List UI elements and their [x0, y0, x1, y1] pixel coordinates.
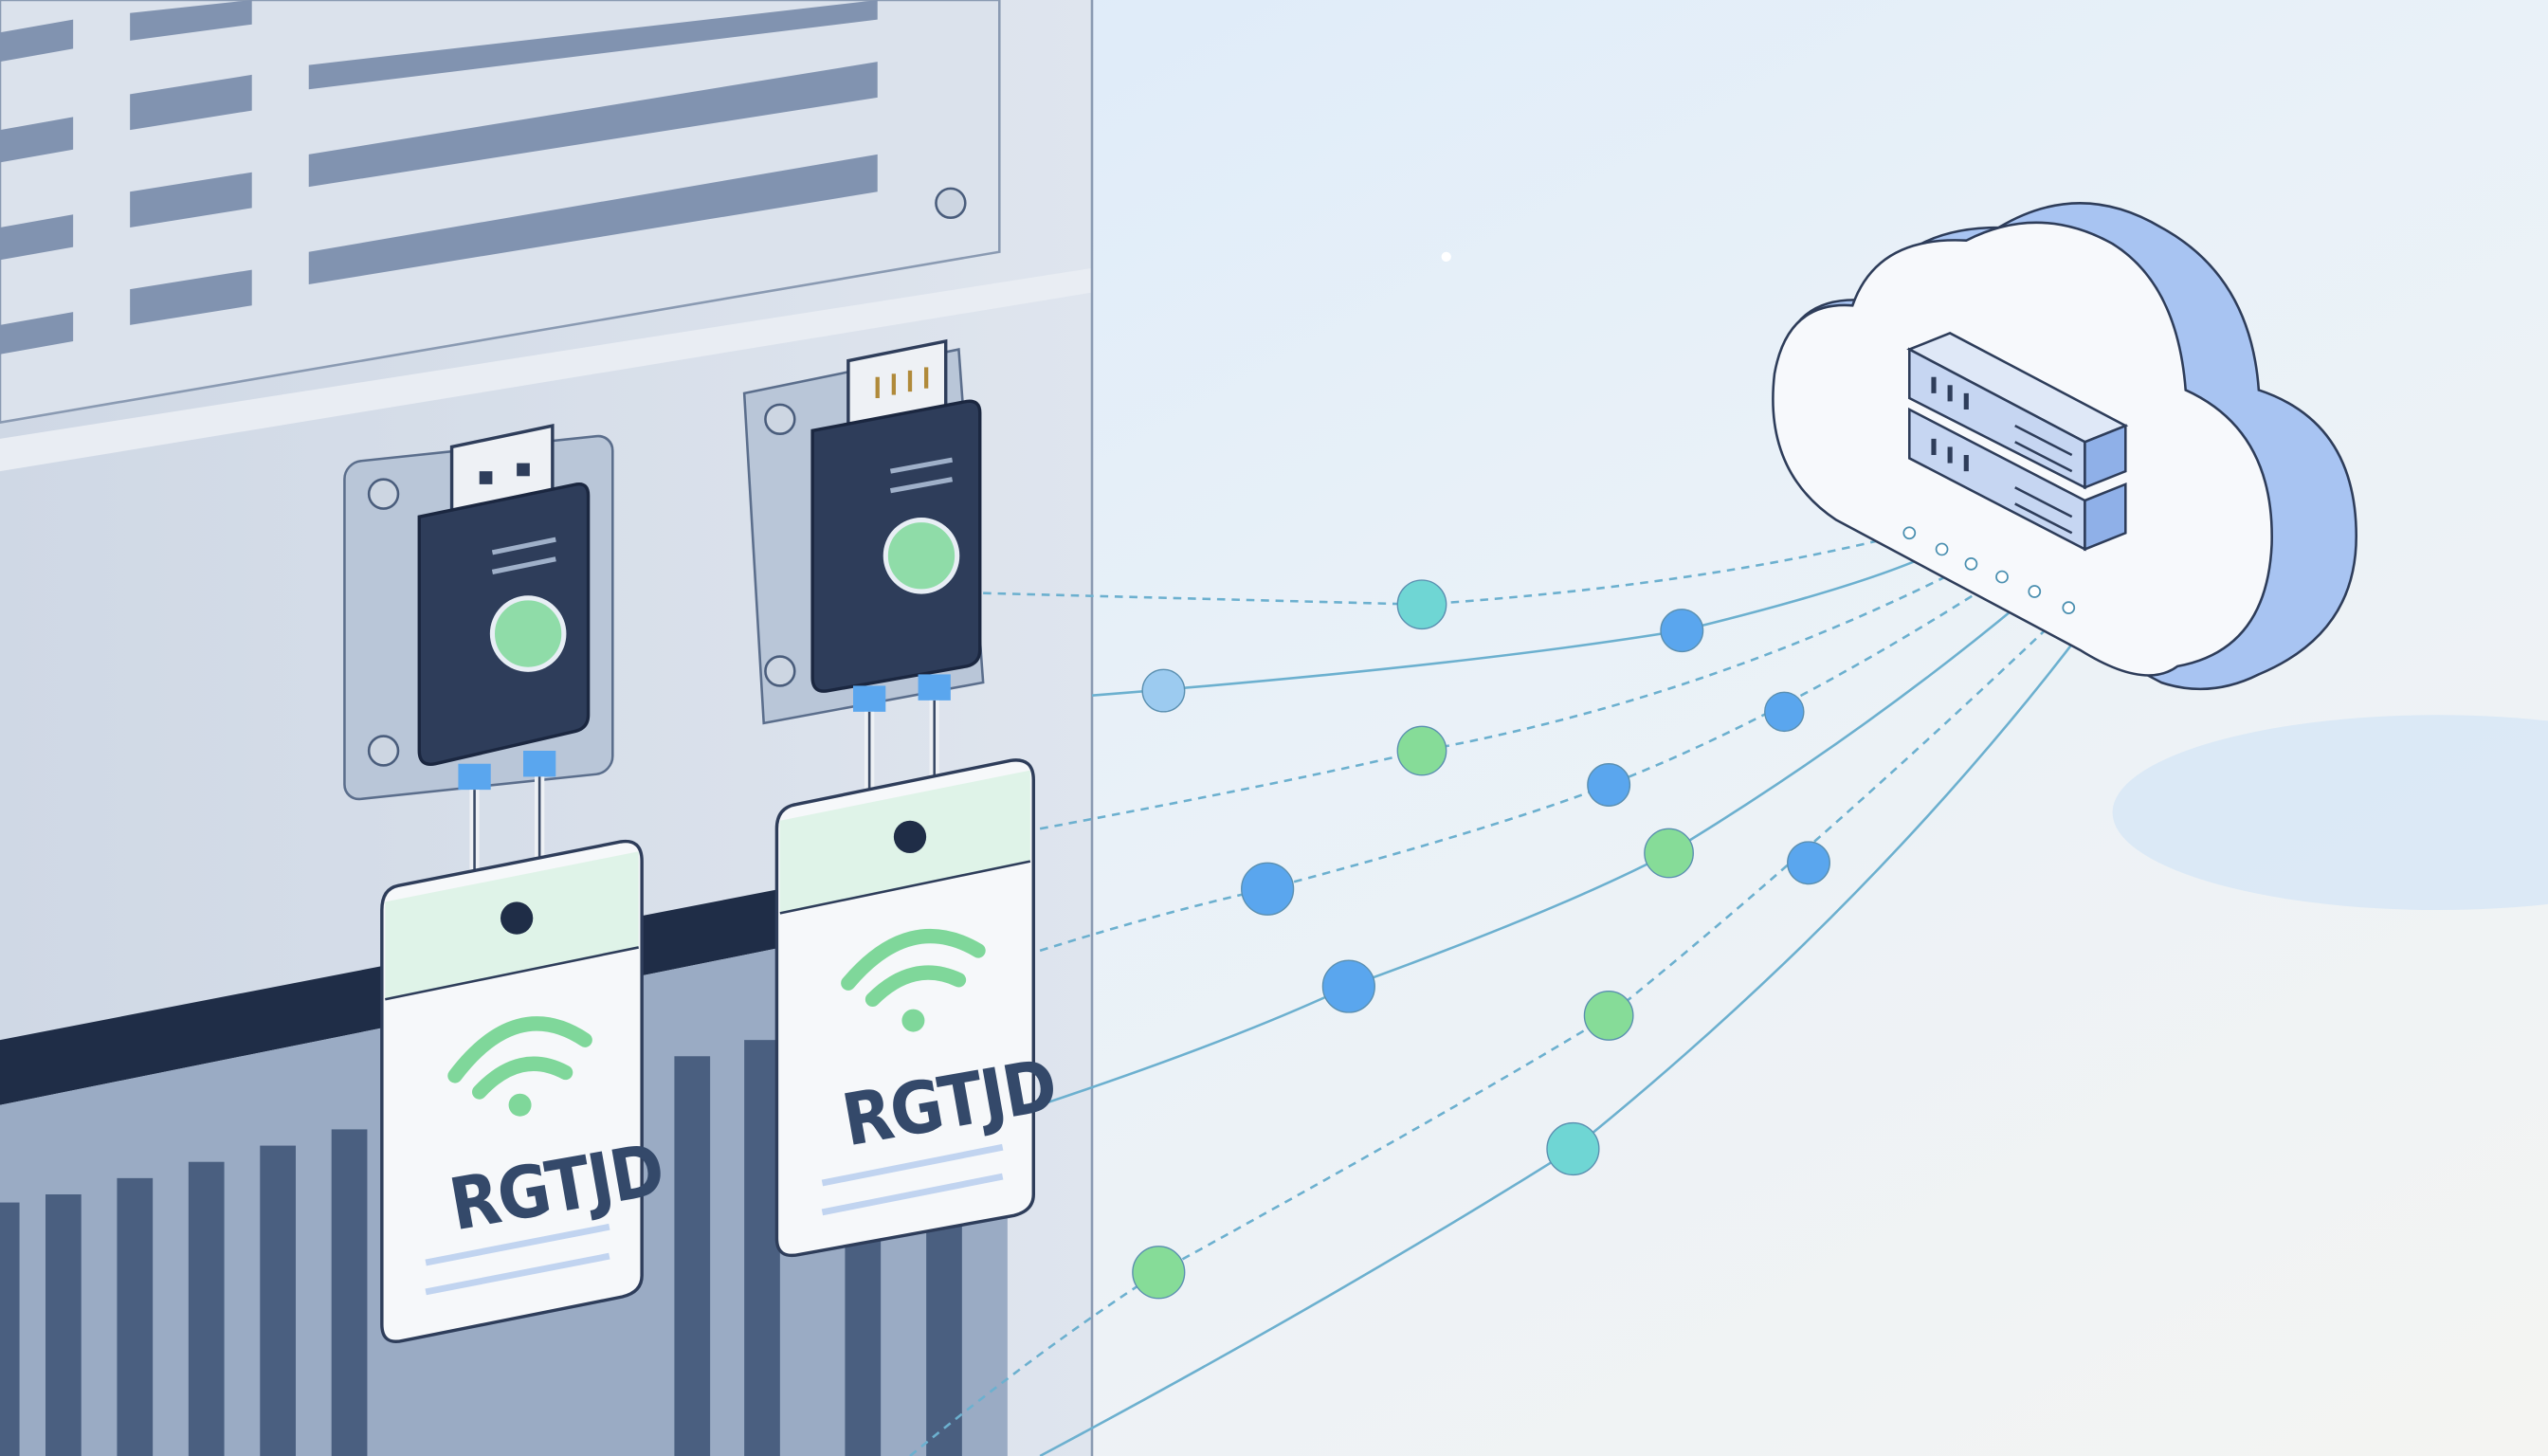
connection-line — [983, 532, 1910, 607]
sparkle — [1441, 251, 1451, 262]
connection-line — [909, 607, 2070, 1456]
data-dot — [1764, 691, 1805, 733]
touch-button — [489, 595, 567, 672]
cloud-port — [2062, 601, 2076, 614]
screw — [935, 187, 967, 219]
data-dot — [1141, 668, 1186, 713]
cloud-port — [2028, 585, 2042, 598]
vent-slots — [0, 0, 878, 355]
rfid-tag-2: RGTJD — [774, 758, 1062, 1257]
lower-vent-bars — [0, 991, 962, 1456]
cloud-port — [1902, 526, 1917, 540]
cloud-port — [1995, 570, 2009, 584]
rfid-tag-1: RGTJD — [380, 839, 669, 1343]
wifi-icon — [841, 928, 986, 1032]
data-dot — [1241, 862, 1295, 916]
touch-button — [883, 517, 960, 594]
wifi-icon — [447, 1016, 592, 1117]
cloud-port — [1935, 542, 1949, 556]
data-dots — [1132, 526, 2076, 1300]
data-dot — [1396, 579, 1447, 630]
background-glow — [2112, 715, 2548, 910]
data-dot — [1132, 1246, 1186, 1300]
data-dot — [1583, 991, 1634, 1041]
data-dot — [1787, 841, 1830, 885]
data-dot — [1321, 959, 1375, 1013]
connection-line — [1039, 591, 2036, 1106]
security-key-2 — [742, 338, 985, 842]
data-dot — [1396, 725, 1447, 776]
data-dot — [1660, 609, 1704, 653]
connection-line — [1039, 575, 2003, 953]
data-dot — [1546, 1121, 1600, 1176]
server-icon — [1906, 332, 2129, 552]
data-dot — [1644, 828, 1694, 879]
cloud-server — [1772, 202, 2358, 691]
data-dot — [1587, 763, 1631, 807]
connection-line — [1091, 548, 1943, 697]
cloud-port — [1964, 556, 1978, 571]
